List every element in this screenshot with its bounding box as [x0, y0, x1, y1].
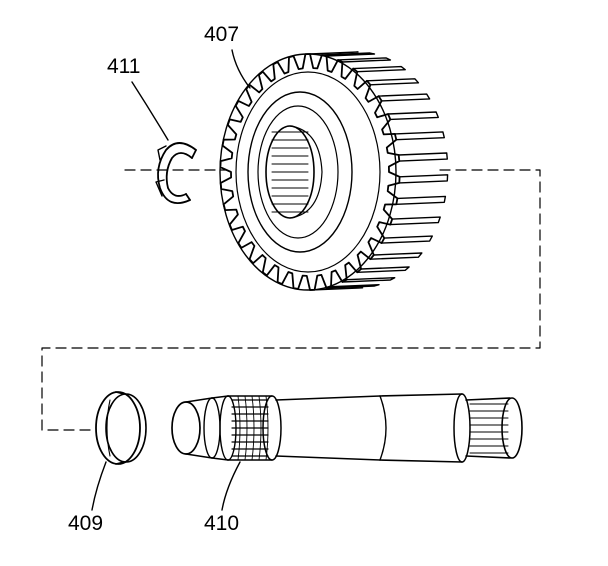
gear-back-teeth [304, 51, 449, 291]
gear-face-ring-outer [219, 53, 397, 291]
shaft-tail-splines [469, 403, 509, 454]
gear-hub-inner [257, 105, 339, 239]
callout-411: 411 [107, 55, 141, 78]
bushing-409 [95, 391, 147, 465]
callout-410: 410 [204, 512, 240, 535]
gear-407 [219, 51, 449, 291]
assembly-centerline [41, 169, 541, 431]
leader-411 [131, 81, 169, 141]
gear-bore-splines [271, 131, 309, 213]
gear-hub-outer [247, 91, 353, 253]
leader-407 [231, 49, 251, 89]
leader-409 [91, 461, 107, 511]
callout-409: 409 [68, 512, 104, 535]
leader-lines [91, 49, 251, 511]
gear-bore-depth [289, 125, 323, 219]
shaft-410 [171, 393, 523, 463]
leader-410 [221, 461, 241, 511]
snap-ring-411 [155, 142, 197, 204]
gear-face-ring-mid [235, 71, 381, 273]
callout-407: 407 [204, 23, 240, 46]
